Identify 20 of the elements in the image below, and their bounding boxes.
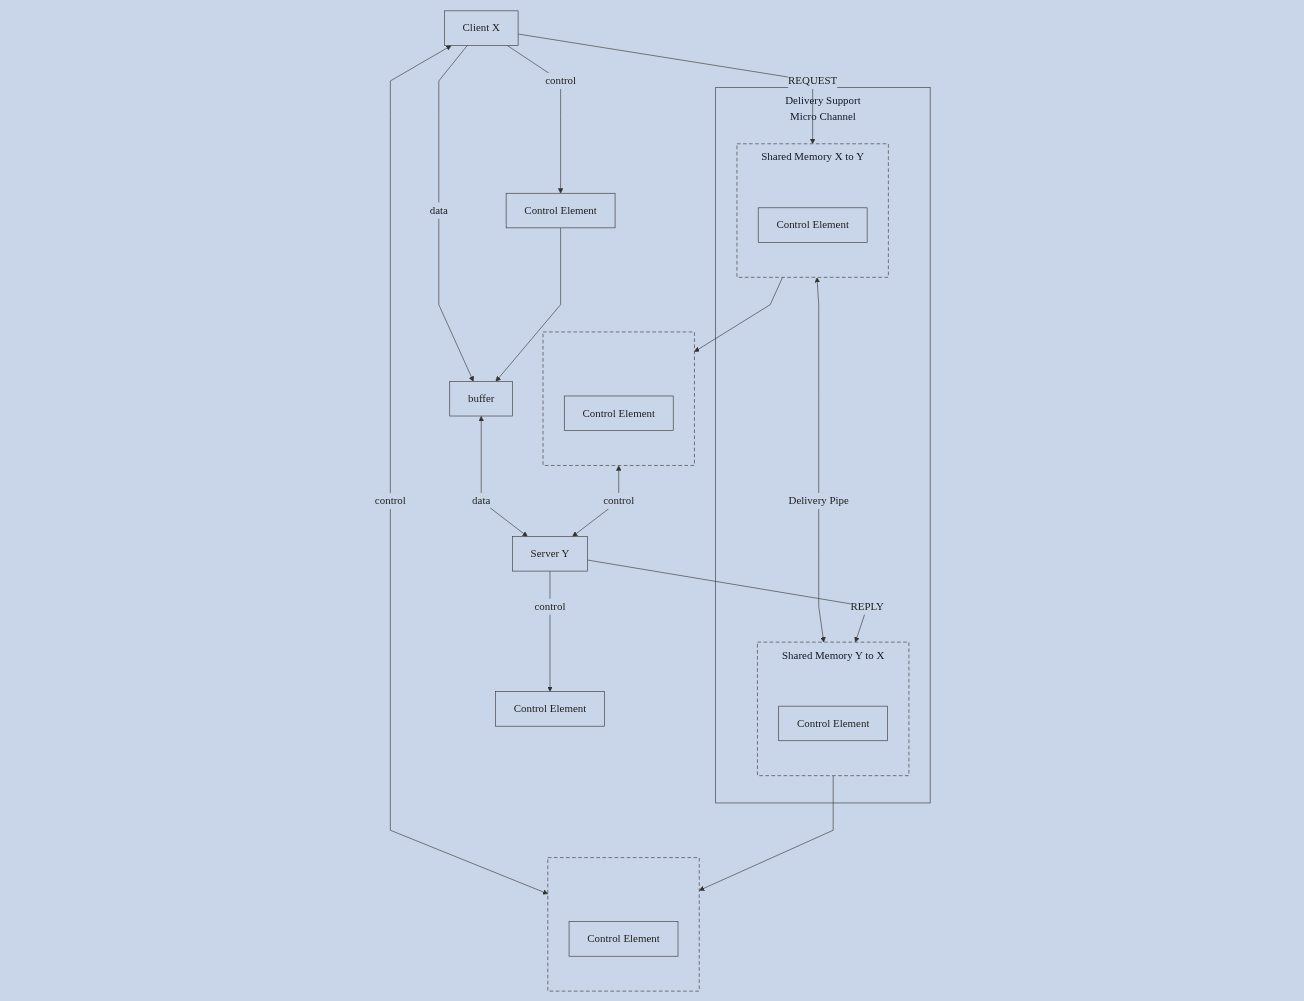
node-box: Control Element: [494, 690, 605, 726]
node-box: Client X: [443, 10, 518, 46]
node-box: Control Element: [757, 207, 867, 243]
edge-label: data: [471, 494, 490, 507]
node-box: Server Y: [511, 535, 588, 571]
node-box: Control Element: [563, 395, 674, 431]
edge-label: Delivery Pipe: [788, 494, 849, 507]
edge-label: control: [374, 494, 406, 507]
edge-label: data: [429, 203, 448, 216]
edge-label: control: [534, 599, 565, 612]
cluster: [542, 331, 695, 466]
edge-label: REPLY: [849, 599, 884, 612]
edge-label: control: [602, 494, 634, 507]
node-box: buffer: [448, 380, 513, 416]
node-box: Control Element: [777, 705, 888, 741]
node-box: Control Element: [568, 920, 678, 957]
edge-label: control: [544, 74, 576, 87]
node-box: Control Element: [505, 192, 615, 228]
cluster: [547, 856, 700, 991]
edge-label: REQUEST: [787, 74, 837, 87]
